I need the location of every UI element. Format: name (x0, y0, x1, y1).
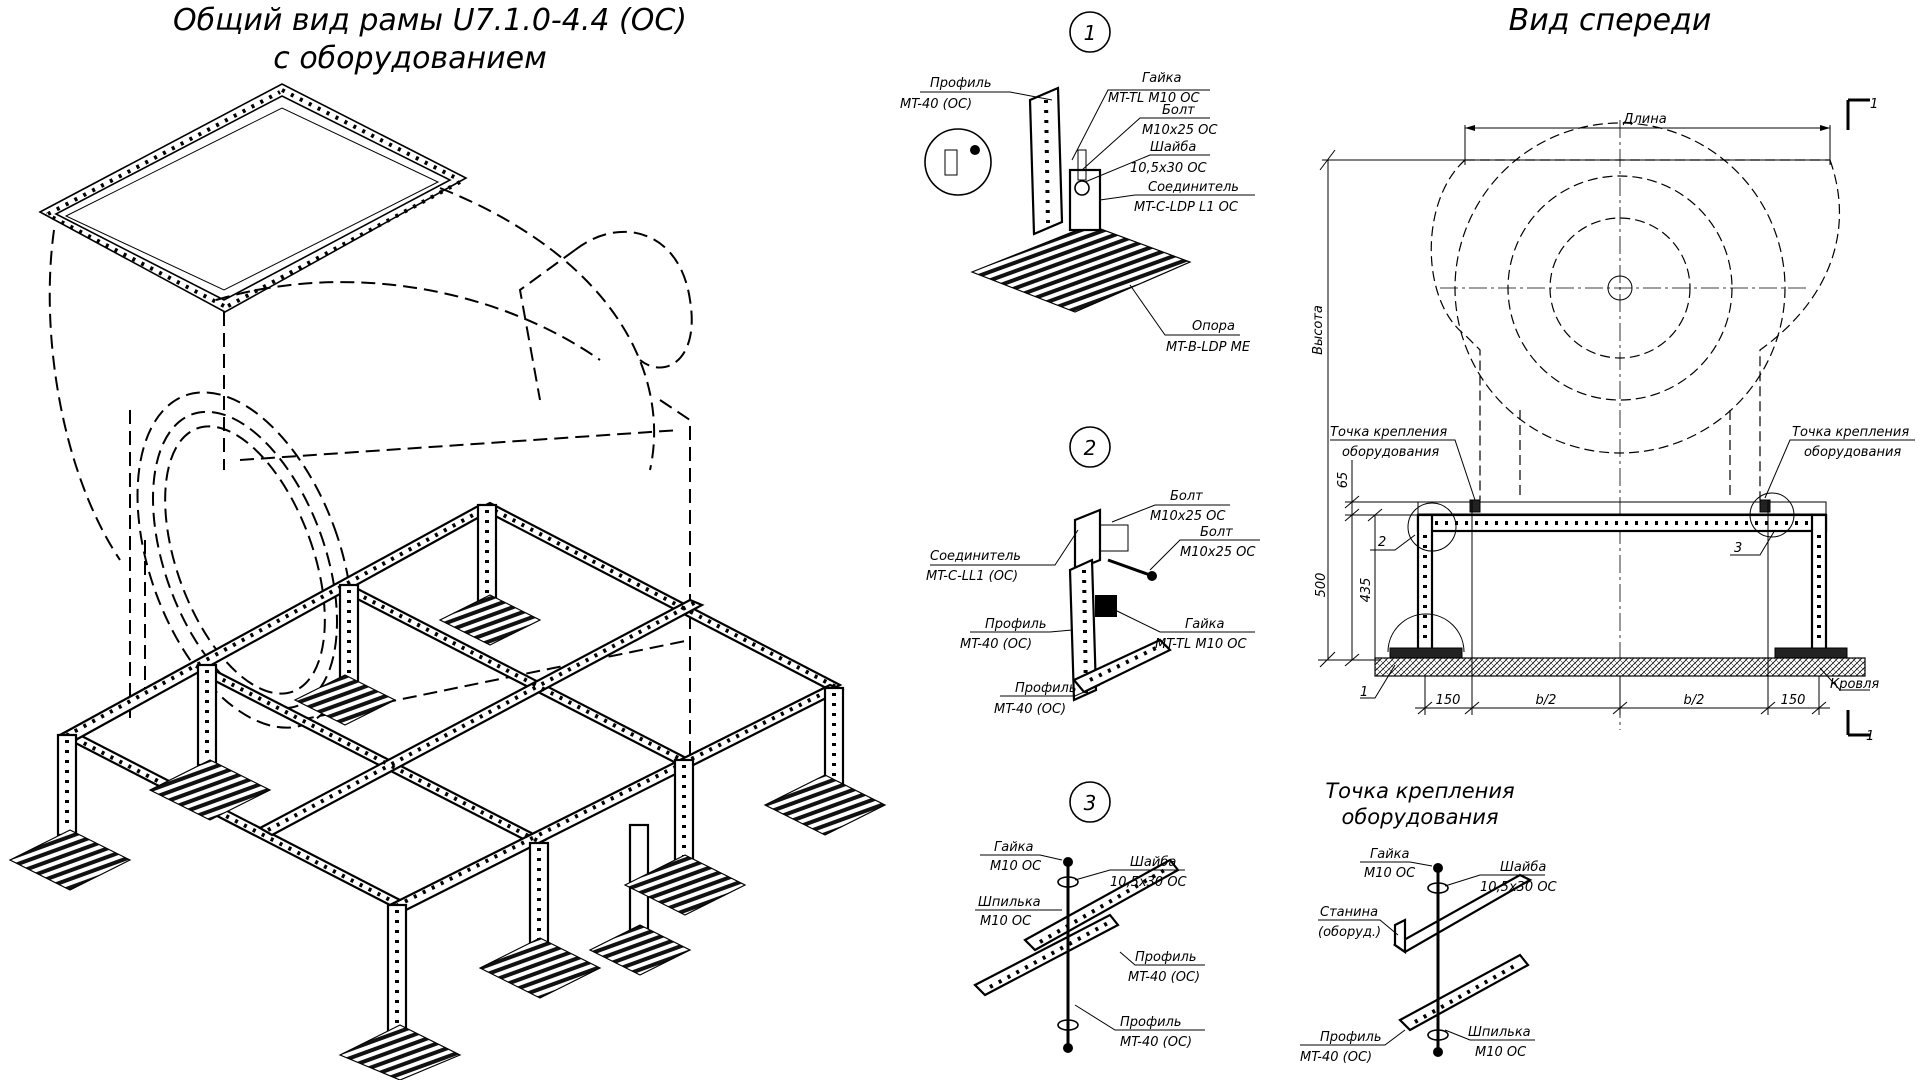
detail-2-marker (1069, 426, 1111, 468)
d1-nut-name: Гайка (1142, 71, 1182, 86)
dim-length: Длина (1622, 112, 1666, 127)
d2-profile1-name: Профиль (985, 617, 1047, 632)
front-attach-right-1: Точка крепления (1792, 425, 1909, 440)
callout-2: 2 (1378, 535, 1386, 550)
att-frame-code: (оборуд.) (1318, 925, 1381, 940)
detail-2-number: 2 (1084, 436, 1097, 460)
attach-title-line2: оборудования (1341, 805, 1498, 829)
d1-support-code: MT-B-LDP ME (1166, 340, 1251, 355)
front-attach-left-1: Точка крепления (1330, 425, 1447, 440)
support-frame (8, 501, 887, 1080)
detail-2: 2 Болт M10x25 ОС Болт M10x25 ОС Соединит… (926, 426, 1260, 717)
dim-b2-left: b/2 (1536, 693, 1557, 708)
att-stud-name: Шпилька (1468, 1025, 1531, 1040)
d3-washer-code: 10,5x30 ОС (1110, 875, 1188, 890)
dim-150-right: 150 (1781, 693, 1806, 708)
d1-bolt-name: Болт (1162, 103, 1195, 118)
att-washer-code: 10,5x30 ОС (1480, 880, 1558, 895)
d3-stud-name: Шпилька (978, 895, 1041, 910)
att-profile-name: Профиль (1320, 1030, 1382, 1045)
front-top-beam (1416, 513, 1828, 533)
dim-65: 65 (1336, 472, 1351, 489)
detail-1-number: 1 (1084, 21, 1097, 45)
d3-profile2-name: Профиль (1120, 1015, 1182, 1030)
att-washer-name: Шайба (1500, 860, 1546, 875)
d3-washer-name: Шайба (1130, 855, 1176, 870)
d3-nut-code: M10 ОС (990, 859, 1042, 874)
detail-3: 3 Гайка M10 ОС Шайба 10,5x30 ОС Шпилька … (973, 781, 1205, 1053)
d2-nut-name: Гайка (1185, 617, 1225, 632)
roof-label: Кровля (1830, 677, 1879, 692)
front-view-title: Вид спереди (1509, 3, 1712, 38)
d3-nut-name: Гайка (994, 840, 1034, 855)
attach-title-line1: Точка крепления (1325, 779, 1514, 803)
d2-nut-code: MT-TL M10 ОС (1155, 637, 1247, 652)
att-nut-name: Гайка (1370, 847, 1410, 862)
d2-bolt2-name: Болт (1200, 525, 1233, 540)
d2-connector-code: MT-C-LL1 (ОС) (926, 569, 1018, 584)
dim-500: 500 (1314, 573, 1329, 598)
roof-slab (1374, 657, 1866, 677)
d1-washer-code: 10,5x30 ОС (1130, 161, 1208, 176)
detail-1: 1 Профиль MT-40 (ОС) Гайка MT-TL M10 ОС … (900, 11, 1255, 355)
d2-profile2-name: Профиль (1015, 681, 1077, 696)
d2-profile2-code: MT-40 (ОС) (994, 702, 1066, 717)
frame-legs (56, 503, 845, 1037)
dim-height: Высота (1311, 305, 1326, 355)
front-attach-right-2: оборудования (1804, 445, 1901, 460)
d2-bolt2-code: M10x25 ОС (1180, 545, 1256, 560)
section-mark-top: 1 (1870, 97, 1878, 112)
attachment-detail: Точка крепления оборудования Гайка M10 О… (1300, 779, 1558, 1065)
d1-washer-name: Шайба (1150, 140, 1196, 155)
d1-profile-name: Профиль (930, 76, 992, 91)
isometric-view: Общий вид рамы U7.1.0-4.4 (ОС) с оборудо… (8, 3, 887, 1080)
att-stud-code: M10 ОС (1475, 1045, 1527, 1060)
front-view: Вид спереди 1 1 Кров (1311, 3, 1915, 744)
d3-profile1-code: MT-40 (ОС) (1128, 970, 1200, 985)
main-title-line1: Общий вид рамы U7.1.0-4.4 (ОС) (173, 3, 687, 38)
callout-3: 3 (1734, 541, 1742, 556)
d1-nut-code: MT-TL M10 ОС (1108, 91, 1200, 106)
callout-1: 1 (1360, 685, 1368, 700)
d1-support-name: Опора (1192, 319, 1235, 334)
detail-1-marker (1069, 11, 1111, 53)
d3-profile1-name: Профиль (1135, 950, 1197, 965)
d1-connector-name: Соединитель (1148, 180, 1239, 195)
d2-connector-name: Соединитель (930, 549, 1021, 564)
att-profile-code: MT-40 (ОС) (1300, 1050, 1372, 1065)
d2-bolt1-name: Болт (1170, 489, 1203, 504)
d1-connector-code: MT-C-LDP L1 ОС (1134, 200, 1239, 215)
att-nut-code: M10 ОС (1364, 866, 1416, 881)
d2-profile1-code: MT-40 (ОС) (960, 637, 1032, 652)
d2-bolt1-code: M10x25 ОС (1150, 509, 1226, 524)
section-mark-bottom: 1 (1866, 729, 1874, 744)
att-frame-name: Станина (1320, 905, 1378, 920)
d3-profile2-code: MT-40 (ОС) (1120, 1035, 1192, 1050)
main-title-line2: с оборудованием (273, 41, 546, 76)
dim-b2-right: b/2 (1684, 693, 1705, 708)
d3-stud-code: M10 ОС (980, 914, 1032, 929)
dim-150-left: 150 (1436, 693, 1461, 708)
detail-3-number: 3 (1084, 791, 1097, 815)
fan-outlet-flange (38, 83, 468, 313)
foot-plates (8, 594, 887, 1080)
dim-435: 435 (1359, 578, 1374, 603)
detail-3-marker (1069, 781, 1111, 823)
d1-bolt-code: M10x25 ОС (1142, 123, 1218, 138)
front-attach-left-2: оборудования (1342, 445, 1439, 460)
d1-profile-code: MT-40 (ОС) (900, 97, 972, 112)
